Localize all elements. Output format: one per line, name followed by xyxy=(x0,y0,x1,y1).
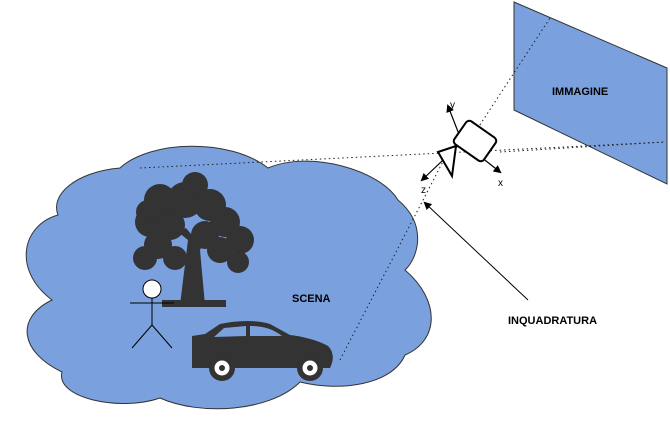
x-axis-label: x xyxy=(498,178,503,189)
camera-lens xyxy=(436,144,458,180)
image-plane xyxy=(513,1,668,185)
framing-label: INQUADRATURA xyxy=(508,315,597,327)
car xyxy=(192,321,333,381)
framing-arrow xyxy=(423,201,529,301)
scene-cloud xyxy=(25,145,432,410)
camera-body xyxy=(452,119,498,163)
camera xyxy=(420,104,502,182)
image-label: IMMAGINE xyxy=(552,86,608,98)
projection-lines xyxy=(139,17,666,361)
scene-label: SCENA xyxy=(292,293,331,305)
person xyxy=(130,279,174,349)
y-axis-label: y xyxy=(450,100,455,111)
tree xyxy=(133,172,254,307)
z-axis-label: z xyxy=(421,185,426,196)
